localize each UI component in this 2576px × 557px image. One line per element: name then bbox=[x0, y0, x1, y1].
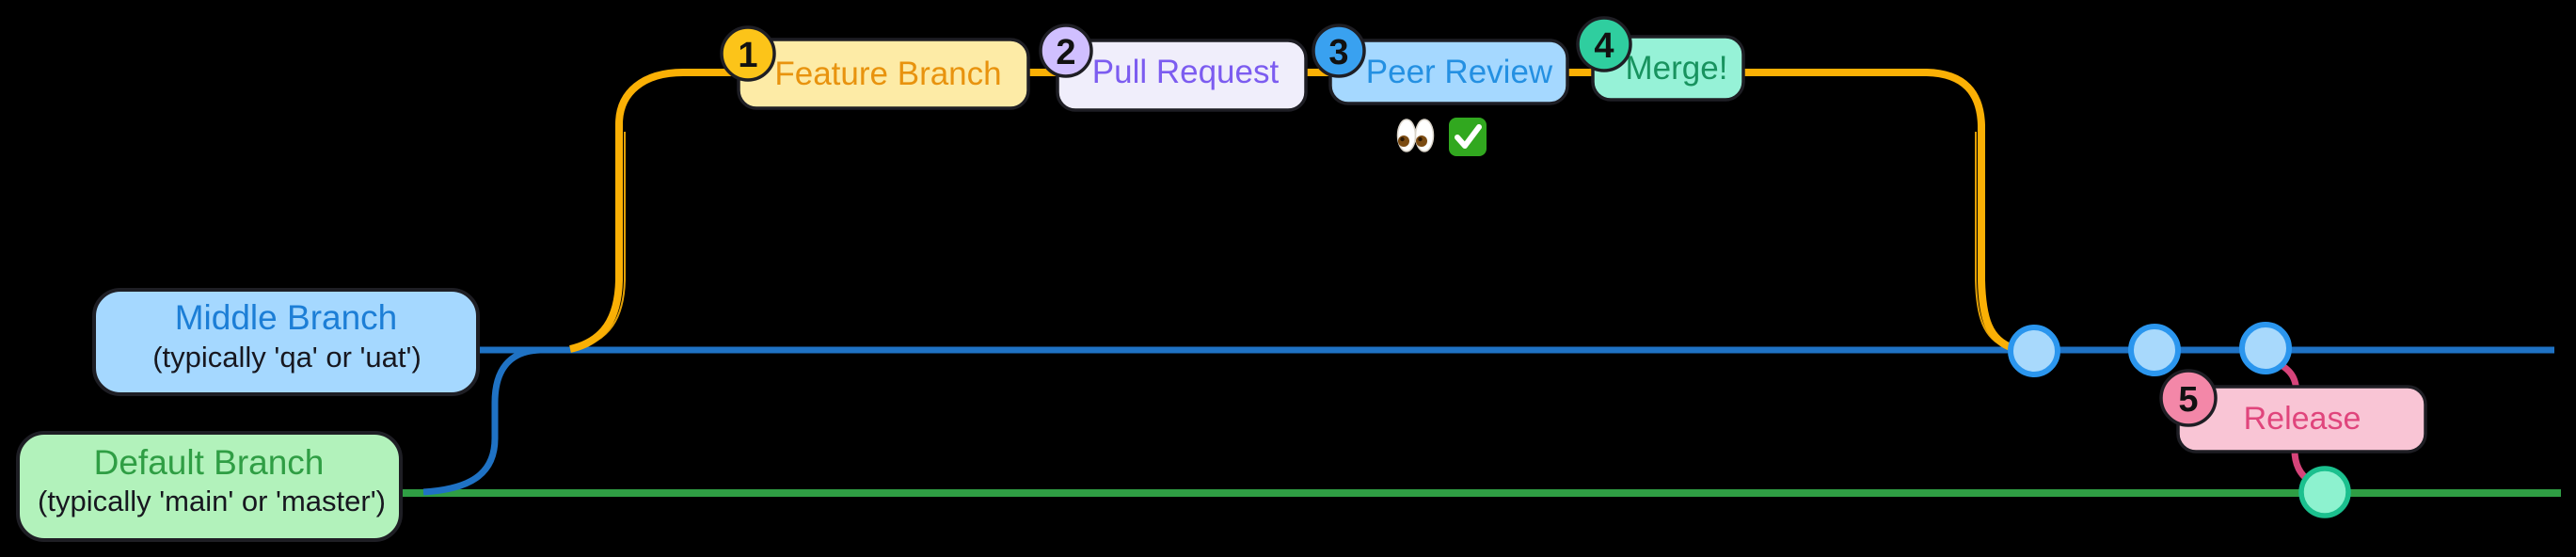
svg-text:Release: Release bbox=[2244, 401, 2361, 437]
svg-text:Feature Branch: Feature Branch bbox=[774, 56, 1001, 92]
svg-text:Pull Request: Pull Request bbox=[1092, 54, 1280, 90]
svg-text:Default Branch: Default Branch bbox=[94, 443, 325, 482]
svg-text:1: 1 bbox=[738, 36, 757, 75]
svg-text:2: 2 bbox=[1056, 33, 1075, 72]
svg-text:Middle Branch: Middle Branch bbox=[175, 298, 398, 337]
svg-text:Peer Review: Peer Review bbox=[1366, 54, 1553, 90]
svg-text:(typically 'main' or 'master'): (typically 'main' or 'master') bbox=[38, 485, 386, 517]
svg-text:Merge!: Merge! bbox=[1626, 50, 1728, 87]
svg-text:(typically 'qa' or 'uat'): (typically 'qa' or 'uat') bbox=[152, 341, 421, 374]
svg-text:3: 3 bbox=[1328, 33, 1348, 72]
svg-text:4: 4 bbox=[1594, 26, 1614, 66]
svg-text:5: 5 bbox=[2178, 380, 2198, 420]
